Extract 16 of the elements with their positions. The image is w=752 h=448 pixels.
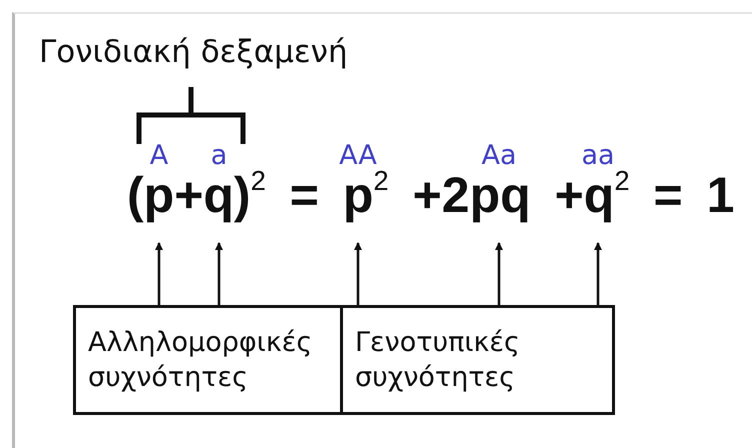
frequency-box <box>340 305 615 415</box>
arrow <box>215 242 223 305</box>
box-label: Αλληλομορφικές συχνότητες <box>88 326 314 395</box>
arrow <box>495 242 503 305</box>
allele-label: Aa <box>482 142 516 169</box>
allele-label: aa <box>581 142 615 169</box>
equation: (p+q)$^{2}$ = p$^{2}$ +2pq +q$^{2}$ = 1 <box>127 170 734 220</box>
arrow <box>594 242 602 305</box>
arrow <box>155 242 163 305</box>
frequency-box <box>73 305 343 415</box>
box-label: Γενοτυπικές συχνότητες <box>355 326 521 395</box>
diagram-title: Γονιδιακή δεξαμενή <box>39 34 348 70</box>
arrow <box>354 242 362 305</box>
allele-label: AA <box>339 142 377 169</box>
allele-label: A <box>150 142 168 169</box>
allele-label: a <box>210 142 228 169</box>
